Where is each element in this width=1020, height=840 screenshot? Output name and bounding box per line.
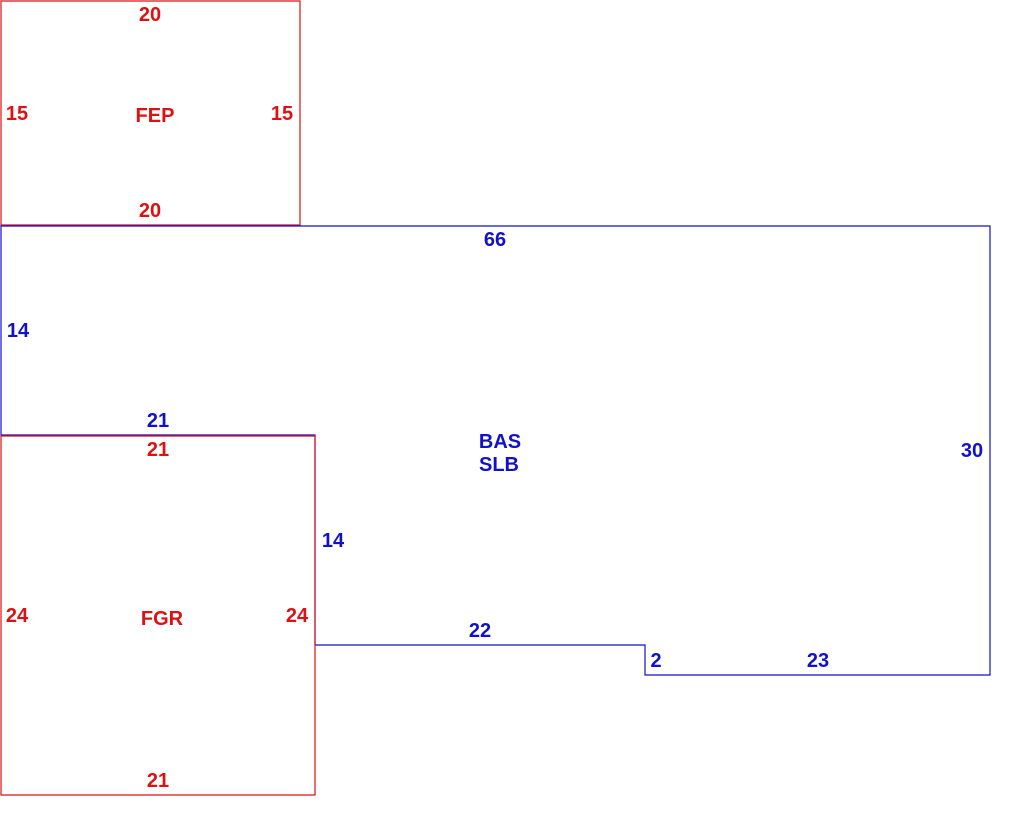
bas-bottom-right-dimension: 23 (807, 650, 829, 672)
fep-outline (0, 0, 301, 226)
bas-outline (0, 225, 991, 676)
bas-inner-right-dimension: 14 (322, 530, 345, 552)
fgr-right-dimension: 24 (286, 605, 309, 627)
bas-area-label: BAS (479, 431, 521, 453)
fgr-area-label: FGR (141, 608, 184, 630)
fep-top-dimension: 20 (139, 4, 161, 26)
bas-area: 66 14 21 14 22 2 23 30 BAS SLB (0, 225, 991, 676)
bas-step-height-dimension: 2 (650, 650, 661, 672)
fep-area-label: FEP (136, 105, 175, 127)
fgr-outline (0, 435, 316, 796)
fgr-area: 21 24 24 21 FGR (0, 435, 316, 796)
bas-left-dimension: 14 (7, 320, 30, 342)
fep-right-dimension: 15 (271, 103, 293, 125)
bas-inner-top-dimension: 21 (147, 410, 169, 432)
fgr-left-dimension: 24 (6, 605, 29, 627)
bas-top-dimension: 66 (484, 229, 506, 251)
slb-area-label: SLB (479, 454, 519, 476)
bas-step-bottom-dimension: 22 (469, 620, 491, 642)
fep-area: 20 15 15 20 FEP (0, 0, 301, 226)
fgr-top-dimension: 21 (147, 439, 169, 461)
bas-right-dimension: 30 (961, 440, 983, 462)
fep-left-dimension: 15 (6, 103, 28, 125)
fgr-bottom-dimension: 21 (147, 770, 169, 792)
fep-bottom-dimension: 20 (139, 200, 161, 222)
